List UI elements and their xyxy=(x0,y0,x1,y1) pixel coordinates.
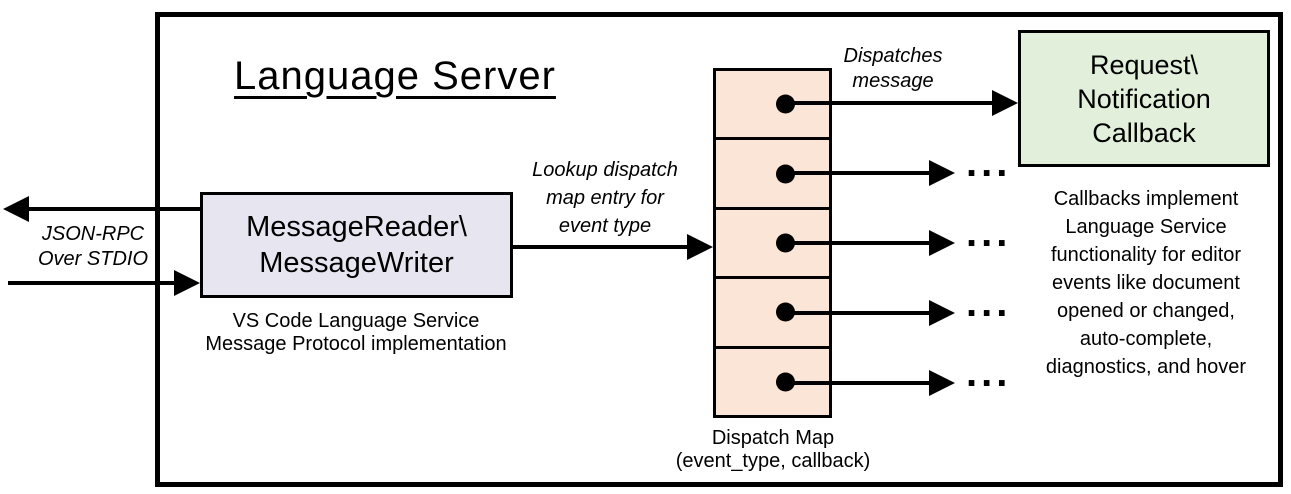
ellipsis-more-callbacks: ... xyxy=(966,141,1012,185)
dispatch-map-caption: Dispatch Map (event_type, callback) xyxy=(676,427,871,473)
callback-box-line2: Notification xyxy=(1077,83,1211,114)
callback-pointer-dot xyxy=(776,302,795,322)
callbacks-note-line6: auto-complete, xyxy=(1079,328,1213,350)
dispatch-map-caption-line2: (event_type, callback) xyxy=(675,450,871,472)
stdout-arrow-line xyxy=(26,207,200,211)
request-notification-callback-box: Request\ Notification Callback xyxy=(1018,30,1270,167)
dispatch-map-cell-1 xyxy=(716,71,829,141)
json-rpc-label-line1: JSON-RPC xyxy=(41,223,145,245)
ellipsis-more-callbacks: ... xyxy=(966,281,1012,325)
json-rpc-label-line2: Over STDIO xyxy=(37,248,149,270)
callback-box-line1: Request\ xyxy=(1089,49,1199,80)
callbacks-note-line3: functionality for editor xyxy=(1050,244,1242,266)
arrow-right-icon xyxy=(929,230,955,256)
ellipsis-more-callbacks: ... xyxy=(966,351,1012,395)
callback-pointer-dot xyxy=(776,372,795,392)
callback-box-line3: Callback xyxy=(1092,117,1196,148)
dispatch-map-cell-3 xyxy=(716,210,829,280)
dispatch-arrow-line-5 xyxy=(790,381,931,385)
arrow-right-icon xyxy=(929,160,955,186)
dispatch-map-cell-5 xyxy=(716,349,829,415)
ellipsis-more-callbacks: ... xyxy=(966,211,1012,255)
lookup-label-line2: map entry for xyxy=(546,187,664,209)
arrow-right-icon xyxy=(174,270,200,296)
arrow-left-icon xyxy=(3,196,29,222)
diagram-title: Language Server xyxy=(234,54,556,98)
callbacks-note-line4: events like document xyxy=(1052,272,1240,294)
dispatch-map-cell-2 xyxy=(716,140,829,210)
dispatch-map xyxy=(713,68,832,418)
dispatch-arrow-line-1 xyxy=(790,101,994,105)
dispatches-label-line2: message xyxy=(852,70,934,92)
callbacks-note-line2: Language Service xyxy=(1065,216,1227,238)
dispatches-message-label: Dispatches message xyxy=(844,44,943,94)
lookup-label: Lookup dispatch map entry for event type xyxy=(532,156,678,240)
message-reader-writer-box: MessageReader\ MessageWriter xyxy=(200,192,513,298)
dispatch-map-caption-line1: Dispatch Map xyxy=(711,427,835,449)
message-box-line2: MessageWriter xyxy=(259,247,454,279)
dispatch-arrow-line-2 xyxy=(790,171,931,175)
callback-pointer-dot xyxy=(776,233,795,253)
stdin-arrow-line xyxy=(8,281,176,285)
message-box-caption: VS Code Language Service Message Protoco… xyxy=(205,310,506,356)
lookup-label-line1: Lookup dispatch xyxy=(532,159,678,181)
message-box-line1: MessageReader\ xyxy=(246,211,467,243)
arrow-right-icon xyxy=(992,90,1018,116)
dispatch-arrow-line-3 xyxy=(790,241,931,245)
dispatches-label-line1: Dispatches xyxy=(843,45,943,67)
arrow-right-icon xyxy=(929,300,955,326)
arrow-right-icon xyxy=(929,370,955,396)
lookup-label-line3: event type xyxy=(558,215,652,237)
callback-pointer-dot xyxy=(776,164,795,184)
arrow-right-icon xyxy=(687,234,713,260)
callback-pointer-dot xyxy=(776,94,795,114)
callbacks-note: Callbacks implement Language Service fun… xyxy=(1046,185,1246,381)
language-server-boundary xyxy=(155,12,1283,487)
message-box-caption-line2: Message Protocol implementation xyxy=(205,333,507,355)
callbacks-note-line7: diagnostics, and hover xyxy=(1045,356,1247,378)
callbacks-note-line5: opened or changed, xyxy=(1057,300,1235,322)
lookup-arrow-line xyxy=(513,245,689,249)
json-rpc-label: JSON-RPC Over STDIO xyxy=(38,222,148,272)
message-box-caption-line1: VS Code Language Service xyxy=(232,310,480,332)
callbacks-note-line1: Callbacks implement xyxy=(1053,188,1239,210)
dispatch-map-cell-4 xyxy=(716,279,829,349)
dispatch-arrow-line-4 xyxy=(790,311,931,315)
